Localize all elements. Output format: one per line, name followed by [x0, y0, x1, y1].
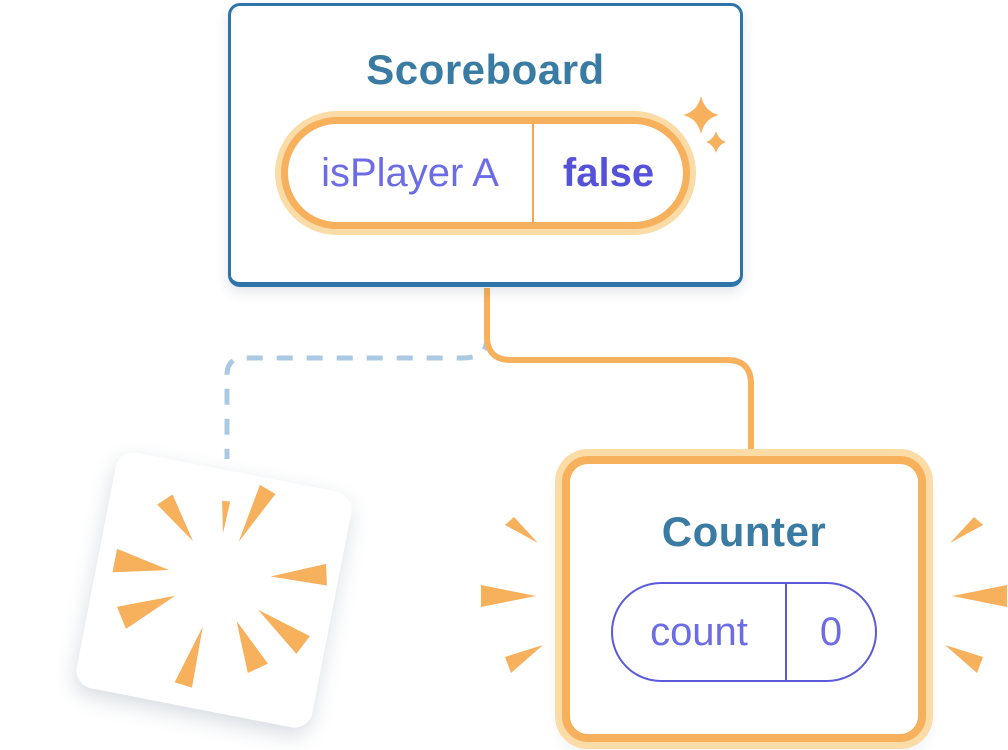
scoreboard-card: Scoreboard isPlayer A false — [228, 3, 743, 287]
poof-ray — [238, 484, 276, 542]
counter-title: Counter — [661, 508, 827, 555]
emphasis-ray — [952, 585, 1007, 607]
solid-connector-line — [484, 288, 754, 462]
scoreboard-state-pill: isPlayer A false — [281, 117, 690, 229]
emphasis-ray — [950, 517, 983, 543]
poof-card — [73, 449, 355, 731]
poof-burst-icon — [112, 484, 327, 688]
poof-ray — [236, 620, 268, 673]
scoreboard-state-value: false — [562, 150, 655, 195]
poof-ray — [222, 500, 231, 534]
pill-divider — [785, 584, 787, 680]
pill-divider — [532, 124, 534, 222]
poof-ray — [270, 563, 327, 586]
scoreboard-title: Scoreboard — [366, 46, 605, 93]
poof-ray — [174, 626, 203, 688]
poof-ray — [157, 494, 193, 542]
counter-state-name: count — [650, 609, 748, 654]
emphasis-ray — [945, 645, 983, 673]
counter-state-value: 0 — [819, 609, 843, 654]
dashed-connector-line — [224, 337, 490, 459]
emphasis-ray — [505, 645, 543, 673]
emphasis-ray — [481, 585, 536, 607]
poof-ray — [117, 595, 176, 629]
emphasis-ray — [505, 517, 538, 543]
poof-ray — [258, 609, 310, 654]
poof-ray — [112, 548, 169, 573]
counter-card: Counter count 0 — [562, 456, 926, 742]
scoreboard-state-name: isPlayer A — [321, 150, 499, 195]
counter-state-pill: count 0 — [611, 582, 877, 682]
